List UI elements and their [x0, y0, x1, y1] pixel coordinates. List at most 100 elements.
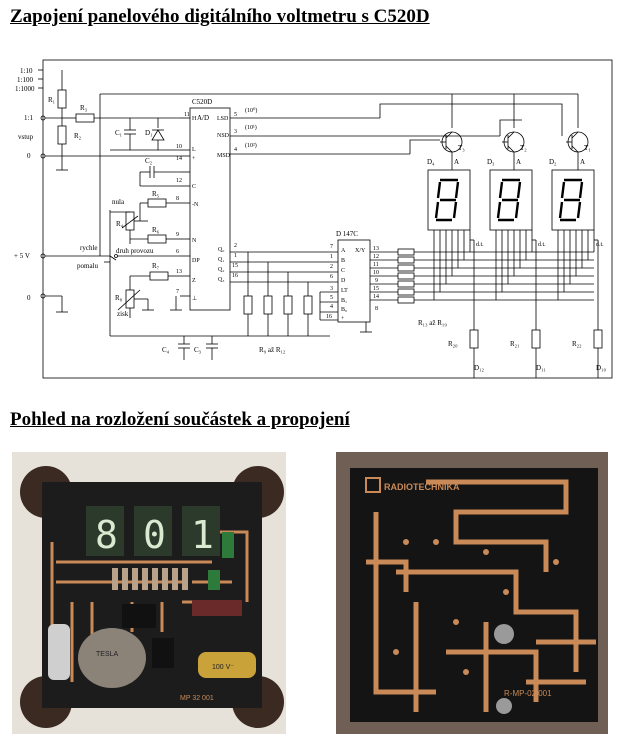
- svg-text:B₀: B₀: [341, 307, 347, 313]
- ic-chip: [152, 638, 174, 668]
- range-label-10: 1:10: [20, 67, 33, 75]
- d4-label: D₄: [427, 158, 435, 166]
- r3-label: R₃: [80, 104, 88, 112]
- svg-text:Q₃: Q₃: [218, 277, 224, 283]
- svg-text:L: L: [192, 147, 196, 153]
- display-d3: [489, 169, 533, 231]
- ic-c520d: [189, 107, 231, 311]
- dt-label-3: d.t.: [596, 242, 604, 248]
- display-d4: [427, 169, 471, 231]
- di1-label: D₁₁: [536, 364, 546, 372]
- di2-label: D₁₂: [474, 364, 484, 372]
- svg-text:16: 16: [326, 314, 332, 320]
- svg-text:+: +: [192, 156, 196, 162]
- ic-chip: [122, 604, 156, 628]
- photo-copper-side: RADIOTECHNIKA R-MP-02 001: [336, 452, 608, 734]
- rychle-label: rychle: [80, 244, 98, 252]
- svg-text:N: N: [192, 238, 197, 244]
- range-label-1000: 1:1000: [15, 85, 35, 93]
- r9-12-label: R₉ až R₁₂: [259, 346, 286, 354]
- r8-label: R₈: [115, 294, 123, 302]
- led-display: 8 0 1: [86, 506, 220, 557]
- svg-text:LSD: LSD: [217, 116, 229, 122]
- svg-text:-N: -N: [192, 202, 199, 208]
- dt-label-1: d.t.: [476, 242, 484, 248]
- range-label-100: 1:100: [17, 76, 33, 84]
- svg-text:13: 13: [373, 246, 379, 252]
- photos-heading: Pohled na rozložení součástek a propojen…: [10, 409, 350, 430]
- svg-text:5: 5: [234, 112, 237, 118]
- svg-text:8: 8: [176, 196, 179, 202]
- svg-text:DP: DP: [192, 258, 200, 264]
- circuit-schematic: 1:10 1:100 1:1000 1:1 vstup 0 + 5 V 0 R₁…: [14, 59, 613, 379]
- svg-text:(10²): (10²): [245, 142, 257, 149]
- svg-text:B₁: B₁: [341, 298, 347, 304]
- dt-label-2: d.t.: [538, 242, 546, 248]
- svg-text:12: 12: [373, 254, 379, 260]
- svg-text:3: 3: [330, 286, 333, 292]
- svg-text:14: 14: [373, 294, 379, 300]
- r4-label: R₄: [116, 220, 124, 228]
- zisk-label: zisk: [117, 310, 129, 318]
- di0-label: D₁₀: [596, 364, 606, 372]
- svg-text:10: 10: [176, 144, 182, 150]
- svg-text:Z: Z: [192, 278, 196, 284]
- svg-text:7: 7: [330, 244, 333, 250]
- supply-label: + 5 V: [14, 252, 30, 260]
- d1-label: D₁: [145, 129, 153, 137]
- svg-text:A: A: [341, 248, 346, 254]
- svg-text:14: 14: [176, 156, 182, 162]
- svg-text:15: 15: [232, 263, 238, 269]
- t3-label: T₃: [458, 144, 465, 152]
- svg-text:6: 6: [330, 274, 333, 280]
- ic2-name: D 147C: [336, 230, 358, 238]
- mount-screw: [496, 698, 512, 714]
- druh-provozu-label: druh provozu: [116, 247, 154, 255]
- svg-text:1: 1: [330, 254, 333, 260]
- pomalu-label: pomalu: [77, 262, 98, 270]
- svg-text:1: 1: [191, 513, 214, 557]
- svg-text:12: 12: [176, 178, 182, 184]
- svg-text:7: 7: [176, 289, 179, 295]
- svg-text:(10¹): (10¹): [245, 124, 257, 131]
- photo-component-side: 8 0 1 TESLA 100 V⁻ MP 32 001: [12, 452, 286, 734]
- r21-label: R₂₁: [510, 340, 520, 348]
- brand-label: RADIOTECHNIKA: [384, 482, 460, 492]
- svg-text:D: D: [341, 278, 346, 284]
- range-label-1: 1:1: [24, 114, 33, 122]
- board-code: R-MP-02 001: [504, 689, 552, 698]
- input-label: vstup: [18, 133, 34, 141]
- svg-text:4: 4: [330, 304, 333, 310]
- svg-text:NSD: NSD: [217, 133, 230, 139]
- svg-text:C: C: [192, 184, 196, 190]
- svg-text:10: 10: [373, 270, 379, 276]
- r2-label: R₂: [74, 132, 82, 140]
- svg-text:TESLA: TESLA: [96, 651, 119, 658]
- svg-text:8: 8: [375, 306, 378, 312]
- transistor-t3: [440, 131, 463, 170]
- svg-text:11: 11: [373, 262, 379, 268]
- mount-screw: [494, 624, 514, 644]
- svg-text:X/Y: X/Y: [355, 248, 366, 254]
- a-label-1: A: [454, 158, 459, 166]
- capacitor-axial: [198, 652, 256, 678]
- power-transistor: [78, 628, 146, 688]
- t2-label: T₂: [520, 144, 527, 152]
- svg-text:Q₀: Q₀: [218, 247, 224, 253]
- r6-label: R₆: [152, 226, 160, 234]
- svg-text:Q₂: Q₂: [218, 267, 224, 273]
- r1-label: R₁: [48, 96, 55, 104]
- svg-text:9: 9: [176, 232, 179, 238]
- c4-label: C₄: [162, 346, 170, 354]
- c3-label: C₃: [194, 346, 202, 354]
- input-zero-label: 0: [27, 152, 31, 160]
- r22-label: R₂₂: [572, 340, 582, 348]
- svg-text:13: 13: [176, 269, 182, 275]
- nula-label: nula: [112, 198, 125, 206]
- svg-text:9: 9: [375, 278, 378, 284]
- svg-text:(10⁰): (10⁰): [245, 107, 257, 114]
- ic1-ad-label: A/D: [197, 114, 209, 122]
- svg-text:H: H: [192, 116, 197, 122]
- svg-text:15: 15: [373, 286, 379, 292]
- ic-d147c: [337, 239, 371, 323]
